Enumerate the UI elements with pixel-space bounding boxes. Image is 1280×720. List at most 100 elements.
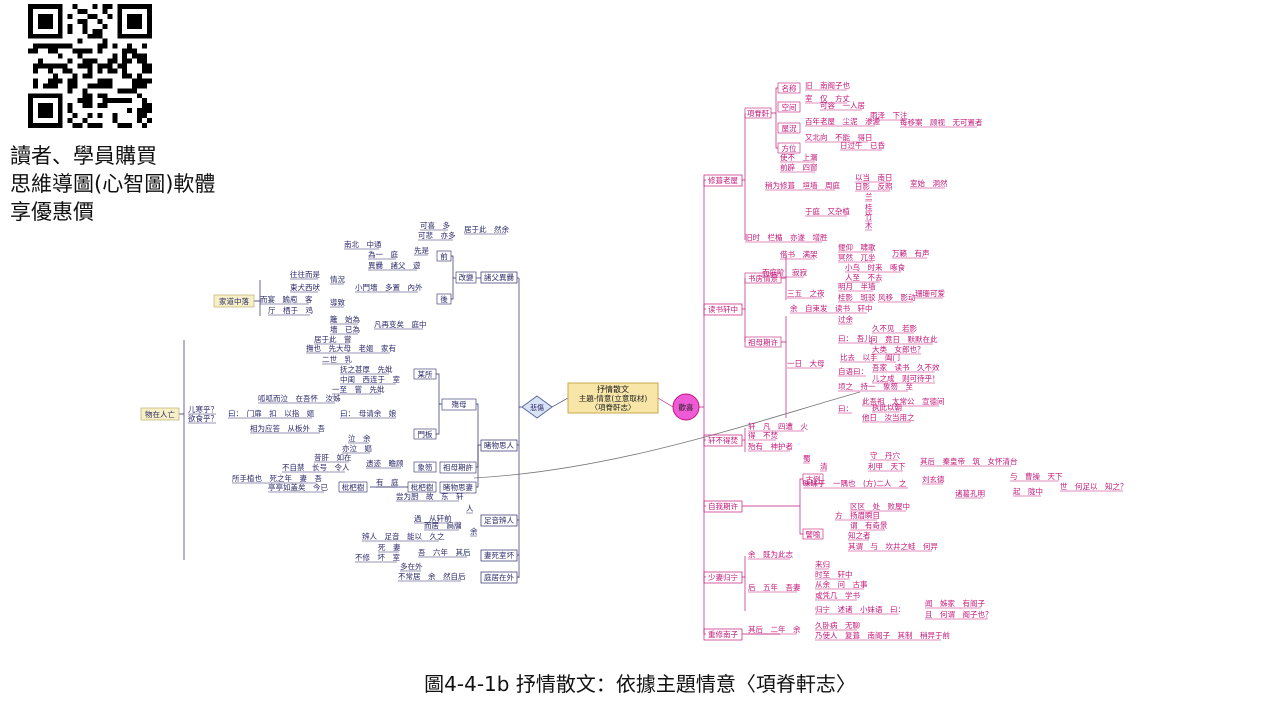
leaf-text-left: 死 妻	[378, 542, 401, 552]
joy-node[interactable]: 歡喜	[672, 393, 700, 421]
leaf-text-left: 吾 六年 其后	[418, 547, 471, 557]
subnode-ancient[interactable]: 古例	[802, 473, 824, 485]
link-line	[451, 278, 454, 300]
subnode-label: 睹物思妻	[443, 482, 473, 492]
leaf-text-right: 大类 女郎也？	[872, 344, 925, 354]
subnode-name[interactable]: 名称	[777, 82, 801, 94]
leaf-text-right: 其谓 与 坎井之蛙 何异	[848, 541, 938, 551]
leaf-text-right: 起 陇中	[1013, 486, 1043, 496]
left-branch-3[interactable]: 足音辨人	[480, 514, 518, 527]
leaf-text-right: 诸葛孔明	[955, 488, 985, 498]
leaf-text-left: 曰： 母请余 娘	[340, 408, 397, 418]
leaf-text-right: 自语曰：	[838, 366, 868, 376]
leaf-text-left: 情況	[330, 274, 345, 284]
link-line	[742, 278, 746, 310]
leaf-text-right: 室 仅 方丈	[805, 93, 850, 103]
figure-caption: 圖4-4-1b 抒情散文：依據主題情意〈項脊軒志〉	[424, 672, 856, 696]
sorrow-label: 悲傷	[530, 403, 544, 412]
right-branches: 修葺老屋 读书轩中 轩不得焚 自我期许 少妻归宁 重修南子	[703, 174, 743, 641]
subnode-xiangfu[interactable]: 象笏	[413, 461, 437, 473]
subnode-xiangji[interactable]: 項脊軒	[744, 107, 772, 119]
subnode-mother[interactable]: 殤母	[441, 398, 477, 411]
leaf-text-right: 每移案 顾视 无可置者	[900, 117, 983, 127]
leaf-text-right: 他日 汝当用之	[862, 412, 915, 422]
leaf-text-right: 其后 二年 余	[748, 624, 801, 634]
subnode-door-room[interactable]: 某所	[413, 368, 437, 380]
leaf-text-right: 区区 处 败屋中	[850, 501, 910, 511]
subnode-family[interactable]: 家道中落	[213, 294, 255, 308]
leaf-text-right: 久不见 若影	[872, 323, 917, 333]
subnode-tree[interactable]: 枇杷樹	[407, 481, 437, 493]
leaf-text-left: 而居 扃牖	[424, 520, 462, 530]
leaf-text-left: 抚之甚厚 先妣	[340, 364, 393, 374]
subnode-grand[interactable]: 祖母期許	[439, 461, 477, 474]
leaf-text-left: 尝为厨 故 东 轩	[396, 491, 464, 501]
left-branches: 諸父異爨 睹物思人 足音辨人 妻死室坏 庭居在外	[480, 271, 518, 584]
subnode-compare[interactable]: 譬喻	[802, 528, 824, 540]
subnode-label: 祖母期許	[443, 462, 473, 472]
leaf-text-right: 竹	[865, 211, 873, 221]
leaf-text-right: 比去 以手 阖门	[840, 352, 900, 362]
leaf-text-right: 珊珊可爱	[915, 289, 945, 298]
left-branch-4[interactable]: 妻死室坏	[480, 549, 518, 562]
center-node[interactable]: 抒情散文 主題-情意(立意取材) 〈項脊軒志〉	[567, 382, 659, 414]
leaf-text-right: 谓 有奇景	[850, 520, 888, 530]
subnode-tree-sorrow[interactable]: 睹物思妻	[439, 481, 477, 494]
leaf-text-right: 归宁 述诸 小妹语 曰：	[815, 604, 905, 614]
center-work: 〈項脊軒志〉	[591, 402, 636, 412]
subnode-label: 門板	[418, 429, 433, 439]
subnode-label: 名称	[782, 83, 797, 93]
leaf-text-left: 可喜 多	[420, 220, 450, 230]
right-branch-3[interactable]: 轩不得焚	[703, 434, 743, 447]
leaf-text-right: 执此以朝	[872, 402, 902, 412]
subnode-label: 殤母	[452, 399, 467, 409]
subnode-books[interactable]: 书房情景	[744, 272, 782, 284]
subnode-space[interactable]: 空间	[777, 101, 801, 113]
subnode-tree-2[interactable]: 枇杷樹	[338, 481, 368, 493]
leaf-text-left: 相为应答 从板外 吾	[250, 423, 325, 433]
right-branch-label: 轩不得焚	[708, 435, 738, 445]
leaf-text-left: 辨人 足音 能以 久之	[362, 531, 445, 541]
promo-line-2: 思維導圖(心智圖)軟體	[10, 172, 216, 196]
leaf-text-left: 導致	[330, 297, 345, 307]
right-branch-6[interactable]: 重修南子	[703, 628, 743, 641]
right-branch-1[interactable]: 修葺老屋	[703, 174, 743, 187]
subnode-label: 祖母期许	[748, 337, 778, 347]
subnode-change[interactable]: 改變	[455, 271, 477, 284]
left-subnodes: 改變 前 後 家道中落 殤母 某所 門板 祖母期許 象笏 睹物思妻 枇杷樹 枇杷…	[140, 250, 477, 494]
leaf-text-right: 轩 凡 四遭 火	[748, 421, 808, 431]
leaf-text-right: 世 何足以 知之？	[1060, 481, 1128, 491]
subnode-direction[interactable]: 方位	[777, 142, 801, 154]
link-line	[799, 478, 803, 506]
left-branch-5[interactable]: 庭居在外	[480, 571, 518, 584]
leaf-text-left: 厅 栖于 鸡	[268, 305, 313, 315]
right-branch-2[interactable]: 读书轩中	[703, 303, 743, 316]
right-branch-5[interactable]: 少妻归宁	[703, 571, 743, 584]
subnode-label: 項脊軒	[747, 108, 770, 118]
left-branch-2[interactable]: 睹物思人	[480, 439, 518, 452]
right-branch-label: 修葺老屋	[708, 175, 738, 185]
right-branch-4[interactable]: 自我期许	[703, 500, 743, 513]
leaf-text-left: 所手植也 死之年 妻 吾	[232, 473, 322, 483]
link-line	[436, 373, 442, 405]
leaf-text-left: 居于此 然余	[464, 224, 509, 234]
link-line	[551, 397, 569, 408]
leaf-text-left: 泣 余	[348, 433, 371, 443]
subnode-front[interactable]: 前	[436, 250, 452, 262]
subnode-door-plate[interactable]: 門板	[413, 428, 437, 440]
leaf-text-right: 闻 姊家 有阁子	[925, 598, 985, 608]
left-branch-1[interactable]: 諸父異爨	[480, 271, 518, 284]
subnode-situation[interactable]: 屋況	[777, 122, 801, 134]
subnode-wife[interactable]: 物在人亡	[140, 407, 180, 421]
leaf-text-left: 凡再变矣 庭中	[374, 319, 427, 329]
subnode-back[interactable]: 後	[436, 293, 452, 305]
leaf-text-left: 過 从轩前	[414, 513, 452, 523]
leaf-text-left: 余	[470, 526, 478, 536]
qr-code-icon	[28, 4, 152, 128]
subnode-family-expect[interactable]: 祖母期许	[744, 336, 782, 348]
cross-link	[473, 391, 861, 479]
leaf-text-left: 籬 始為	[330, 314, 360, 324]
leaf-text-right: 桂	[865, 202, 873, 212]
sorrow-node[interactable]: 悲傷	[521, 395, 553, 419]
